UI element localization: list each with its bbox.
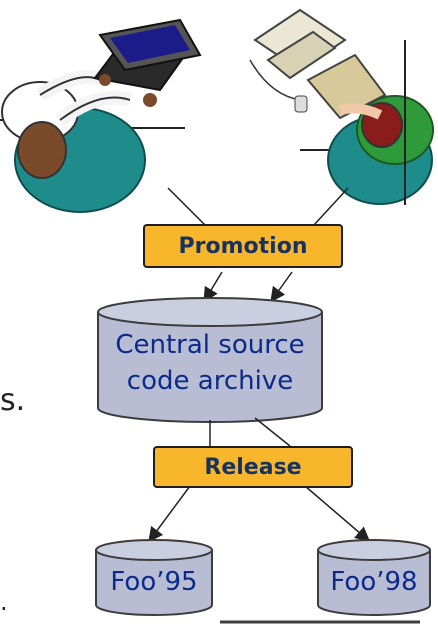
- release-label-foo98: Foo’98: [330, 567, 417, 597]
- arrow-promotion-to-archive-right: [270, 271, 293, 303]
- cropped-bullet-fragment: .: [0, 588, 8, 616]
- release-cylinder-foo95: [95, 539, 213, 616]
- developer-laptop-illustration: [0, 18, 202, 213]
- arrow-promotion-to-archive-left: [203, 271, 223, 303]
- arrow-archive-to-release-right: [254, 417, 291, 447]
- promotion-box: Promotion: [143, 224, 343, 268]
- release-label-foo95: Foo’95: [110, 567, 197, 597]
- arrow-release-to-foo95: [148, 485, 191, 543]
- archive-label-line1: Central source: [115, 330, 304, 360]
- developer-desktop-illustration: [249, 8, 434, 205]
- release-cylinder-foo98: [317, 539, 431, 616]
- central-archive-cylinder: [97, 297, 323, 423]
- cropped-text-fragment: s.: [0, 383, 26, 418]
- arrow-release-to-foo98: [304, 485, 371, 542]
- archive-label-line2: code archive: [127, 366, 293, 396]
- release-label: Release: [204, 454, 302, 480]
- release-box: Release: [153, 446, 353, 488]
- promotion-label: Promotion: [178, 233, 308, 259]
